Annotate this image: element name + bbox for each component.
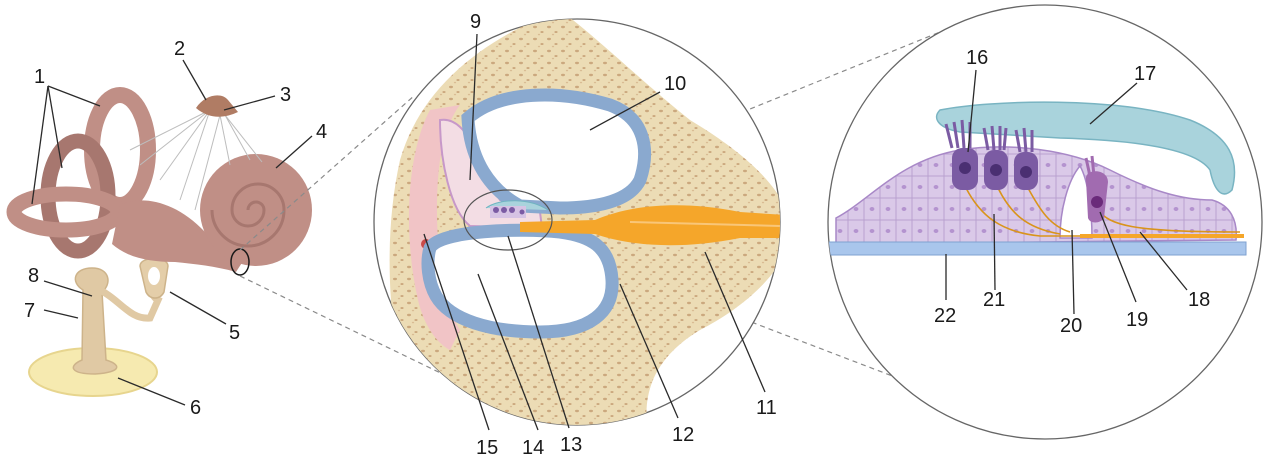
labyrinth-illustration — [14, 95, 312, 396]
label-19: 19 — [1126, 309, 1148, 331]
cochlea-cross-section — [374, 10, 800, 440]
basilar-membrane — [826, 242, 1246, 255]
label-7: 7 — [24, 300, 35, 322]
label-5: 5 — [229, 322, 240, 344]
label-8: 8 — [28, 265, 39, 287]
label-13: 13 — [560, 434, 582, 456]
label-22: 22 — [934, 305, 956, 327]
label-9: 9 — [470, 11, 481, 33]
label-11: 11 — [756, 397, 777, 419]
label-17: 17 — [1134, 63, 1156, 85]
label-1: 1 — [34, 66, 45, 88]
label-20: 20 — [1060, 315, 1082, 337]
label-14: 14 — [522, 437, 544, 459]
label-6: 6 — [190, 397, 201, 419]
scala-tympani — [428, 230, 612, 332]
label-15: 15 — [476, 437, 498, 459]
label-10: 10 — [664, 73, 686, 95]
organ-of-corti-detail — [826, 5, 1262, 439]
label-3: 3 — [280, 84, 291, 106]
cochlea — [200, 154, 312, 266]
label-16: 16 — [966, 47, 988, 69]
label-2: 2 — [174, 38, 185, 60]
label-4: 4 — [316, 121, 327, 143]
label-18: 18 — [1188, 289, 1210, 311]
label-21: 21 — [983, 289, 1005, 311]
label-12: 12 — [672, 424, 694, 446]
